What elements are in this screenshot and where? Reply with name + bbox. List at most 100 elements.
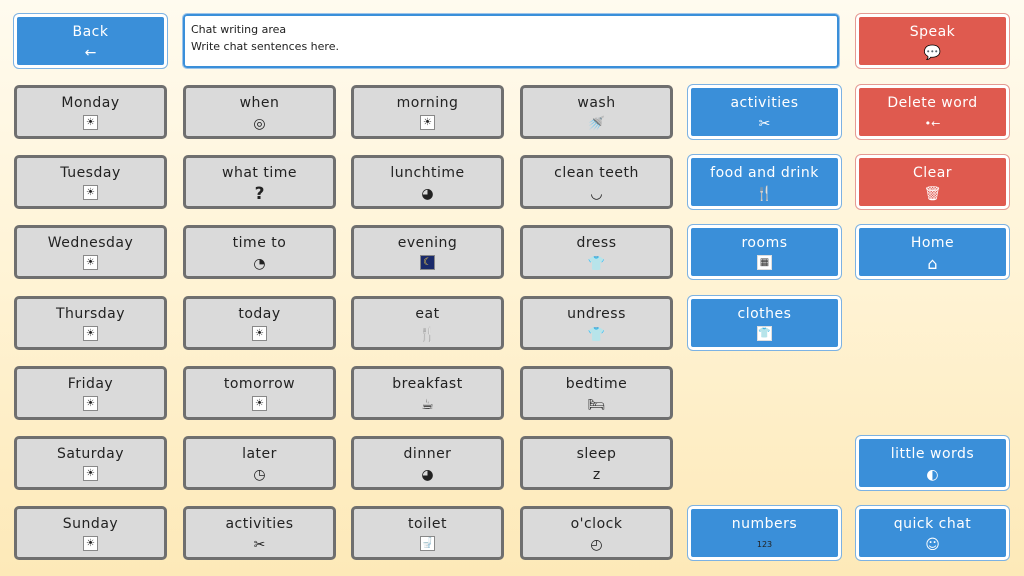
numbers-icon: 123 — [756, 540, 773, 549]
backspace-icon: •← — [924, 117, 941, 130]
clothes-button[interactable]: clothes 👕 — [687, 295, 842, 351]
delete-word-button[interactable]: Delete word •← — [855, 84, 1010, 140]
activities-category-button[interactable]: activities ✂ — [687, 84, 842, 140]
question-mark-icon: ? — [254, 184, 265, 204]
button-label: dress — [576, 235, 617, 251]
day-monday-button[interactable]: Monday ☀ — [14, 85, 167, 139]
button-label: activities — [730, 95, 799, 111]
button-label: Tuesday — [60, 165, 121, 181]
speak-label: Speak — [909, 24, 956, 40]
sun-symbol-icon: ☀ — [83, 326, 98, 341]
later-button[interactable]: later ◷ — [183, 436, 336, 490]
bed-icon: 🛏 — [587, 397, 606, 413]
today-button[interactable]: today ☀ — [183, 296, 336, 350]
clear-button[interactable]: Clear 🗑 — [855, 154, 1010, 210]
arrow-left-icon: ← — [84, 45, 97, 61]
back-button[interactable]: Back ← — [13, 13, 168, 69]
button-label: breakfast — [392, 376, 463, 392]
button-label: undress — [567, 306, 626, 322]
button-label: Monday — [61, 95, 120, 111]
button-label: little words — [890, 446, 975, 462]
sun-symbol-icon: ☀ — [83, 536, 98, 551]
quick-chat-icon: ☺ — [925, 537, 940, 553]
undress-icon: 👕 — [587, 327, 606, 343]
back-label: Back — [72, 24, 109, 40]
little-words-button[interactable]: little words ◐ — [855, 435, 1010, 491]
food-and-drink-button[interactable]: food and drink 🍴 — [687, 154, 842, 210]
when-button[interactable]: when ◎ — [183, 85, 336, 139]
lunchtime-button[interactable]: lunchtime ◕ — [351, 155, 504, 209]
speak-button[interactable]: Speak 💬 — [855, 13, 1010, 69]
sleep-button[interactable]: sleep z — [520, 436, 673, 490]
time-to-button[interactable]: time to ◔ — [183, 225, 336, 279]
sun-symbol-icon: ☀ — [83, 396, 98, 411]
button-label: quick chat — [893, 516, 972, 532]
clean-teeth-button[interactable]: clean teeth ◡ — [520, 155, 673, 209]
what-time-button[interactable]: what time ? — [183, 155, 336, 209]
undress-button[interactable]: undress 👕 — [520, 296, 673, 350]
evening-button[interactable]: evening ☾ — [351, 225, 504, 279]
chat-title: Chat writing area — [191, 23, 287, 36]
breakfast-button[interactable]: breakfast ☕ — [351, 366, 504, 420]
tomorrow-symbol-icon: ☀ — [252, 396, 267, 411]
button-label: Thursday — [55, 306, 126, 322]
eat-button[interactable]: eat 🍴 — [351, 296, 504, 350]
chat-writing-area[interactable]: Chat writing area Write chat sentences h… — [182, 13, 840, 69]
button-label: eat — [415, 306, 440, 322]
wash-button[interactable]: wash 🚿 — [520, 85, 673, 139]
dress-icon: 👕 — [587, 256, 606, 272]
day-wednesday-button[interactable]: Wednesday ☀ — [14, 225, 167, 279]
day-thursday-button[interactable]: Thursday ☀ — [14, 296, 167, 350]
food-drink-icon: 🍴 — [755, 186, 774, 202]
button-label: food and drink — [710, 165, 819, 181]
day-sunday-button[interactable]: Sunday ☀ — [14, 506, 167, 560]
activities-icon: ✂ — [253, 537, 266, 553]
morning-sun-icon: ☀ — [420, 115, 435, 130]
quick-chat-button[interactable]: quick chat ☺ — [855, 505, 1010, 561]
button-label: Wednesday — [47, 235, 134, 251]
sleep-icon: z — [592, 467, 601, 483]
home-button[interactable]: Home ⌂ — [855, 224, 1010, 280]
activities-word-button[interactable]: activities ✂ — [183, 506, 336, 560]
plate-icon: ◕ — [421, 186, 434, 202]
button-label: rooms — [741, 235, 788, 251]
button-label: Friday — [67, 376, 114, 392]
tomorrow-button[interactable]: tomorrow ☀ — [183, 366, 336, 420]
dinner-button[interactable]: dinner ◕ — [351, 436, 504, 490]
toilet-icon: 🚽 — [420, 536, 435, 551]
day-tuesday-button[interactable]: Tuesday ☀ — [14, 155, 167, 209]
speech-bubble-icon: 💬 — [923, 45, 942, 61]
rooms-button[interactable]: rooms ▦ — [687, 224, 842, 280]
clock-icon: ◴ — [590, 537, 603, 553]
little-words-icon: ◐ — [926, 467, 939, 483]
button-label: what time — [222, 165, 297, 181]
clock-icon: ◷ — [253, 467, 266, 483]
button-label: morning — [396, 95, 459, 111]
oclock-button[interactable]: o'clock ◴ — [520, 506, 673, 560]
day-friday-button[interactable]: Friday ☀ — [14, 366, 167, 420]
moon-icon: ☾ — [420, 255, 435, 270]
button-label: numbers — [731, 516, 798, 532]
button-label: toilet — [408, 516, 447, 532]
button-label: today — [238, 306, 281, 322]
home-icon: ⌂ — [927, 254, 938, 273]
button-label: tomorrow — [223, 376, 296, 392]
day-saturday-button[interactable]: Saturday ☀ — [14, 436, 167, 490]
button-label: later — [242, 446, 277, 462]
button-label: activities — [225, 516, 294, 532]
morning-button[interactable]: morning ☀ — [351, 85, 504, 139]
dress-button[interactable]: dress 👕 — [520, 225, 673, 279]
today-symbol-icon: ☀ — [252, 326, 267, 341]
plate-icon: ◕ — [421, 467, 434, 483]
button-label: Saturday — [56, 446, 125, 462]
activities-icon: ✂ — [758, 116, 771, 132]
numbers-button[interactable]: numbers 123 — [687, 505, 842, 561]
chat-placeholder: Write chat sentences here. — [191, 40, 339, 53]
eat-icon: 🍴 — [418, 327, 437, 343]
button-label: lunchtime — [390, 165, 465, 181]
button-label: clothes — [737, 306, 792, 322]
teeth-icon: ◡ — [590, 186, 603, 202]
toilet-button[interactable]: toilet 🚽 — [351, 506, 504, 560]
sun-symbol-icon: ☀ — [83, 115, 98, 130]
bedtime-button[interactable]: bedtime 🛏 — [520, 366, 673, 420]
